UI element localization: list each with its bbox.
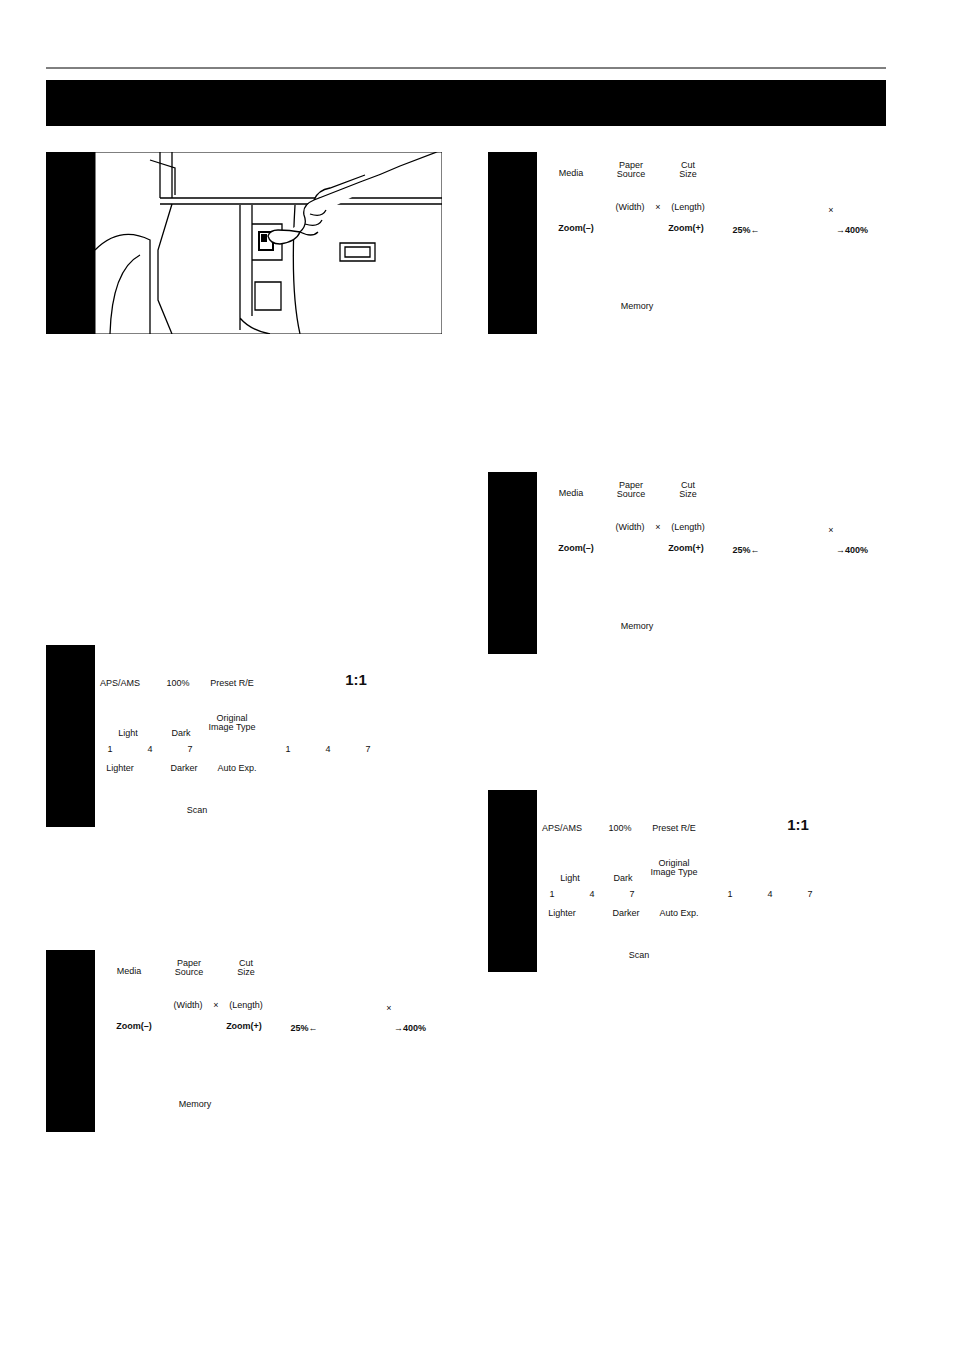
panel-label: Dark [613,874,632,883]
panel-label: Darker [612,909,639,918]
figure [46,645,445,827]
panel-label: 1 [727,890,732,899]
title-bar [46,80,886,126]
panel-label: Zoom(–) [558,544,594,553]
panel-label: →400% [394,1024,426,1033]
panel-label: × [828,526,833,535]
figure [46,950,448,1132]
panel-label: Light [560,874,580,883]
panel-label: Paper Source [169,959,209,977]
panel-label: (Width) [616,203,645,212]
panel-label: 100% [166,679,189,688]
panel-label: × [655,203,660,212]
panel-label: Lighter [106,764,134,773]
panel-label: Preset R/E [652,824,696,833]
panel-label: 4 [325,745,330,754]
panel-label: Auto Exp. [659,909,698,918]
panel-label: →400% [836,226,868,235]
panel-label: × [828,206,833,215]
panel-label: 4 [147,745,152,754]
panel-label: Light [118,729,138,738]
panel-label: (Width) [616,523,645,532]
panel-label: Zoom(–) [558,224,594,233]
panel-label: 100% [608,824,631,833]
figure [488,790,887,972]
rule [46,68,886,69]
panel-label: Media [559,489,584,498]
panel-label: 25%← [732,226,759,235]
panel-label: × [386,1004,391,1013]
panel-label: Paper Source [611,481,651,499]
panel-label: 4 [767,890,772,899]
panel-label: Lighter [548,909,576,918]
panel-label: Preset R/E [210,679,254,688]
panel-label: →400% [836,546,868,555]
panel-label: APS/AMS [100,679,140,688]
panel-label: 7 [629,890,634,899]
panel-label: Media [559,169,584,178]
panel-label: Memory [621,622,654,631]
panel-label: 4 [589,890,594,899]
panel-label: Zoom(+) [226,1022,262,1031]
panel-label: 1 [285,745,290,754]
panel-label: Cut Size [673,161,703,179]
panel-label: Cut Size [231,959,261,977]
panel-label: Memory [621,302,654,311]
figure [488,152,890,334]
panel-label: 1:1 [787,817,809,832]
panel-label: 7 [365,745,370,754]
panel-label: APS/AMS [542,824,582,833]
panel-label: 1:1 [345,672,367,687]
panel-label: Zoom(–) [116,1022,152,1031]
panel-label: Dark [171,729,190,738]
panel-label: (Length) [671,203,705,212]
panel-label: 25%← [290,1024,317,1033]
panel-label: 1 [107,745,112,754]
panel-label: Auto Exp. [217,764,256,773]
panel-label: Zoom(+) [668,544,704,553]
panel-label: 25%← [732,546,759,555]
panel-label: 7 [807,890,812,899]
panel-label: Media [117,967,142,976]
panel-label: × [213,1001,218,1010]
figure [46,150,442,334]
panel-label: Zoom(+) [668,224,704,233]
panel-label: × [655,523,660,532]
panel-label: Paper Source [611,161,651,179]
panel-label: Scan [629,951,650,960]
panel-label: Memory [179,1100,212,1109]
panel-label: Scan [187,806,208,815]
panel-label: (Width) [174,1001,203,1010]
panel-label: 1 [549,890,554,899]
panel-label: Original Image Type [649,859,699,877]
panel-label: (Length) [229,1001,263,1010]
panel-label: (Length) [671,523,705,532]
figure [488,472,890,654]
panel-label: Cut Size [673,481,703,499]
panel-label: Original Image Type [207,714,257,732]
panel-label: 7 [187,745,192,754]
panel-label: Darker [170,764,197,773]
